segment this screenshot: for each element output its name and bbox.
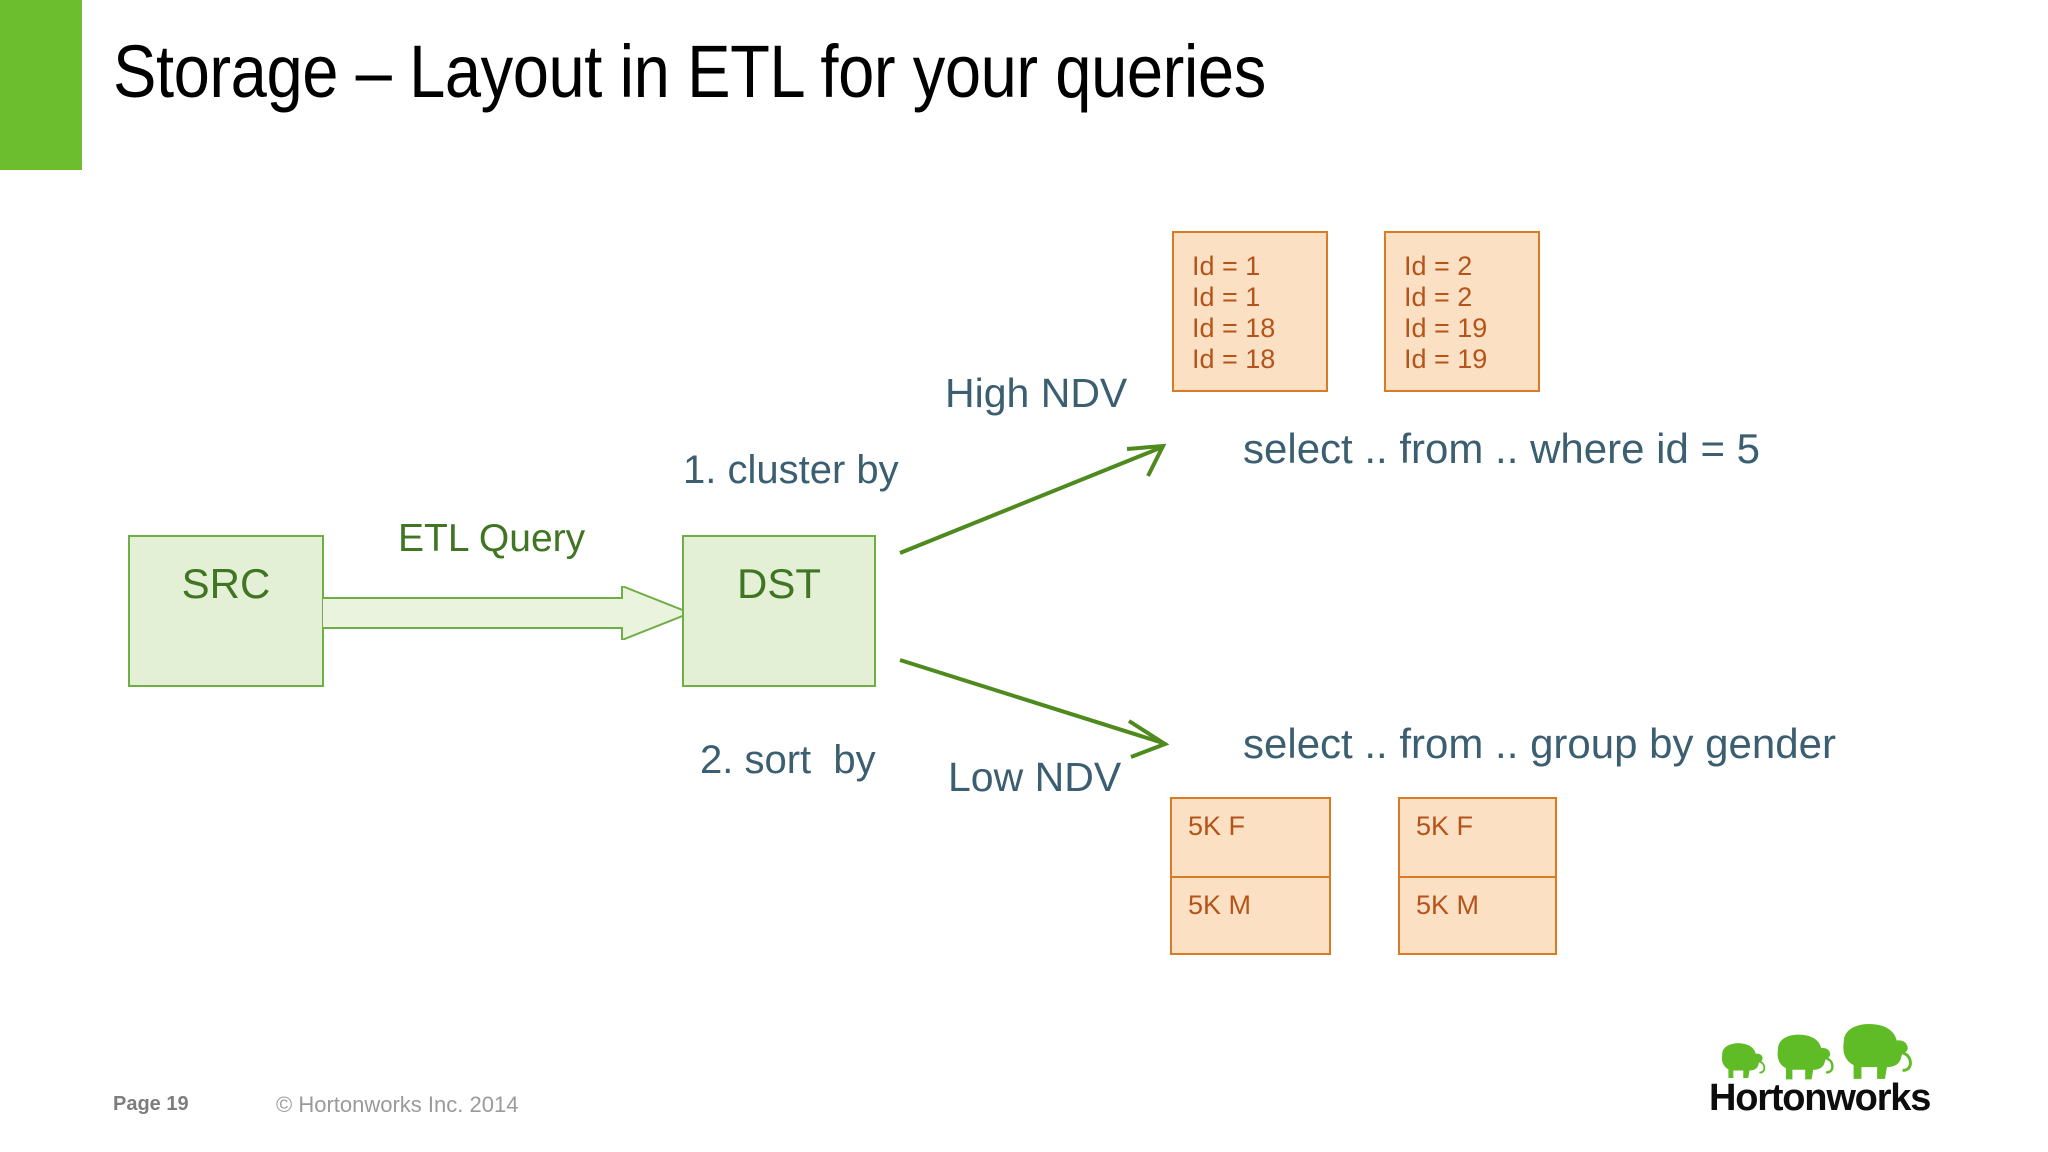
dest-box-label: DST: [737, 560, 821, 607]
data-line: Id = 18: [1192, 344, 1276, 374]
data-line: Id = 18: [1192, 313, 1276, 343]
data-line: Id = 2: [1404, 282, 1473, 312]
low-ndv-query-text: select .. from .. group by gender: [1243, 720, 1836, 767]
page-title: Storage – Layout in ETL for your queries: [113, 30, 1266, 113]
elephant-icon-group: [1721, 1023, 1912, 1080]
etl-arrow-shape: [322, 586, 690, 640]
step-sort-by-label: 2. sort by: [700, 738, 876, 782]
high-ndv-label: High NDV: [945, 370, 1128, 416]
low-ndv-block-2-bottom: 5K M: [1400, 876, 1555, 953]
low-ndv-arrow-line: [899, 658, 1164, 745]
data-line: 5K M: [1188, 890, 1252, 920]
high-ndv-block-1: Id = 1 Id = 1 Id = 18 Id = 18: [1172, 231, 1328, 392]
dest-box[interactable]: DST: [682, 535, 876, 687]
hortonworks-wordmark: Hortonworks: [1709, 1077, 1930, 1116]
source-box-label: SRC: [181, 560, 271, 607]
high-ndv-block-2-lines: Id = 2 Id = 2 Id = 19 Id = 19: [1386, 233, 1538, 375]
step-cluster-by-label: 1. cluster by: [683, 448, 899, 492]
data-line: Id = 1: [1192, 282, 1261, 312]
source-box[interactable]: SRC: [128, 535, 324, 687]
data-line: Id = 19: [1404, 344, 1488, 374]
page-number: Page 19: [113, 1093, 189, 1115]
etl-query-label: ETL Query: [398, 517, 586, 560]
data-line: 5K F: [1416, 811, 1474, 841]
high-ndv-block-2: Id = 2 Id = 2 Id = 19 Id = 19: [1384, 231, 1540, 392]
low-ndv-block-1: 5K F 5K M: [1170, 797, 1331, 955]
data-line: Id = 1: [1192, 251, 1261, 281]
copyright-notice: © Hortonworks Inc. 2014: [276, 1092, 519, 1117]
low-ndv-block-2-top: 5K F: [1400, 799, 1555, 876]
low-ndv-block-2: 5K F 5K M: [1398, 797, 1557, 955]
data-line: 5K F: [1188, 811, 1246, 841]
high-ndv-arrow-line: [899, 446, 1161, 555]
elephant-icon: [1721, 1043, 1766, 1078]
elephant-icon: [1777, 1034, 1834, 1080]
low-ndv-label: Low NDV: [948, 754, 1122, 800]
high-ndv-query-text: select .. from .. where id = 5: [1243, 425, 1761, 472]
high-ndv-arrow-head: [1126, 443, 1167, 477]
low-ndv-block-1-bottom: 5K M: [1172, 876, 1329, 953]
elephant-icon: [1843, 1023, 1912, 1079]
hortonworks-logo: Hortonworks: [1709, 1023, 1931, 1116]
high-ndv-block-1-lines: Id = 1 Id = 1 Id = 18 Id = 18: [1174, 233, 1326, 375]
etl-block-arrow: [322, 586, 690, 640]
data-line: Id = 19: [1404, 313, 1488, 343]
data-line: 5K M: [1416, 890, 1480, 920]
low-ndv-arrow-head: [1127, 719, 1170, 759]
data-line: Id = 2: [1404, 251, 1473, 281]
title-accent-bar: [0, 0, 82, 170]
low-ndv-block-1-top: 5K F: [1172, 799, 1329, 876]
